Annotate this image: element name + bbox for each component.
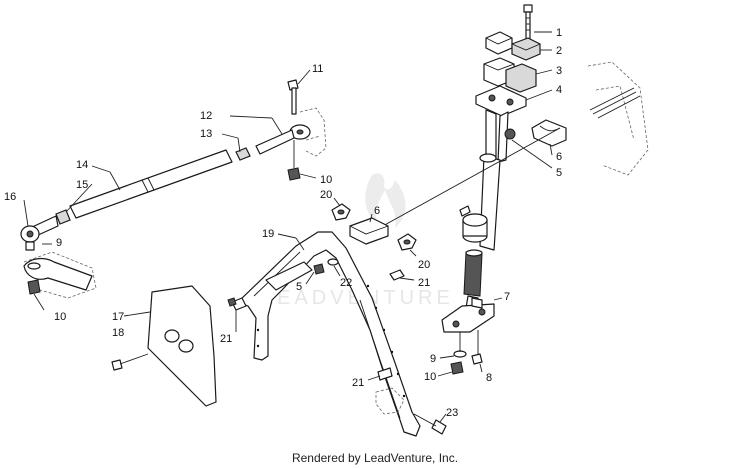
callout-22: 22 <box>340 277 352 289</box>
callout-19: 19 <box>262 228 274 240</box>
tie-rod-assembly <box>20 79 327 299</box>
callout-10-bottom: 10 <box>424 371 436 383</box>
spindle-nut <box>27 279 41 295</box>
arm-nut <box>287 167 301 181</box>
frame-bolt-upper <box>389 269 405 281</box>
callout-9-left: 9 <box>56 237 62 249</box>
callout-15: 15 <box>76 179 88 191</box>
tie-rod-tube <box>69 149 233 219</box>
callout-10-left: 10 <box>54 311 66 323</box>
callout-18: 18 <box>112 327 124 339</box>
callout-21-lower: 21 <box>352 377 364 389</box>
footer-credit: Rendered by LeadVenture, Inc. <box>291 451 459 465</box>
tie-bar-clamp-block <box>349 217 389 245</box>
callout-7: 7 <box>504 291 510 303</box>
callout-23: 23 <box>446 407 458 419</box>
outer-tie-rod-end <box>20 215 59 251</box>
callout-21-upper: 21 <box>418 277 430 289</box>
callout-6-upper: 6 <box>556 151 562 163</box>
steering-post-assembly <box>371 4 649 375</box>
frame-washer <box>327 258 339 266</box>
callout-12: 12 <box>200 110 212 122</box>
outer-jam-nut <box>55 209 71 225</box>
inner-tie-rod-end <box>255 124 311 155</box>
tie-rod-bolt <box>287 79 299 115</box>
a-frame-support <box>237 231 421 437</box>
callout-6-center: 6 <box>374 205 380 217</box>
callout-labels: 1 2 3 4 6 5 11 12 13 14 15 16 <box>4 27 562 423</box>
steering-shield-plate <box>111 285 217 407</box>
frame-nut <box>313 263 325 275</box>
callout-20-right: 20 <box>418 259 430 271</box>
callout-3: 3 <box>556 65 562 77</box>
lower-frame-clamp <box>397 233 417 251</box>
upper-frame-clamp <box>331 203 351 221</box>
callout-8: 8 <box>486 372 492 384</box>
lower-handlebar-clamp <box>483 57 537 93</box>
top-bolt <box>523 4 533 43</box>
callout-21-left: 21 <box>220 333 232 345</box>
upper-post-clamp <box>504 119 567 147</box>
callout-13: 13 <box>200 128 212 140</box>
steering-post-tube <box>459 109 509 311</box>
callout-11: 11 <box>312 63 323 75</box>
callout-16: 16 <box>4 191 16 203</box>
callout-1: 1 <box>556 27 562 39</box>
callout-2: 2 <box>556 45 562 57</box>
callout-4: 4 <box>556 84 562 96</box>
callout-10-center: 10 <box>320 174 332 186</box>
spindle-washer <box>27 262 41 270</box>
frame-mount-bolt <box>413 413 447 435</box>
upper-handlebar-cap <box>485 31 541 61</box>
pitman-arm <box>441 297 495 333</box>
frame-bolt-lower <box>377 367 393 381</box>
callout-5-upper: 5 <box>556 167 562 179</box>
jam-nut <box>235 147 251 161</box>
callout-9-bottom: 9 <box>430 353 436 365</box>
callout-17: 17 <box>112 311 124 323</box>
callout-14: 14 <box>76 159 88 171</box>
callout-20-top: 20 <box>320 189 332 201</box>
steering-post-top-plate <box>475 85 527 117</box>
callout-5-center: 5 <box>296 281 302 293</box>
pitman-hardware <box>450 330 483 375</box>
steering-support-frame <box>227 203 447 437</box>
plate-clip <box>227 297 247 311</box>
